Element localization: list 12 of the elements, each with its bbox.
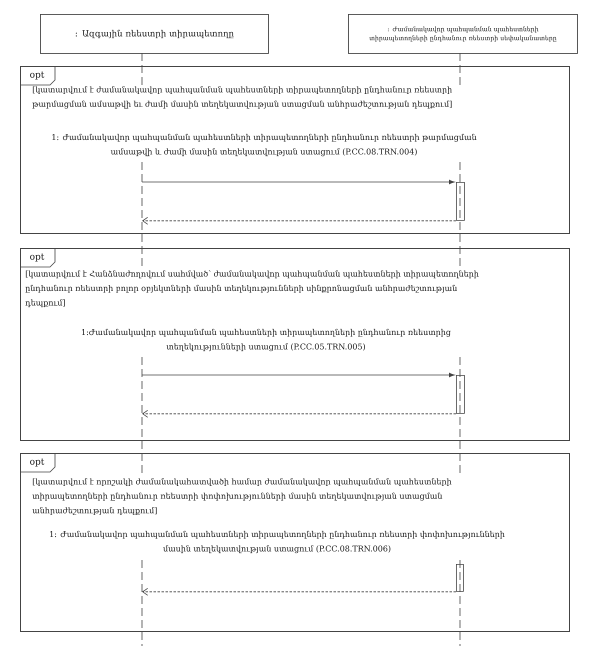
fragment-tag: opt [20,452,56,472]
activation-bar [456,375,465,414]
return-arrow [142,216,456,225]
message-arrow [142,180,455,184]
message-arrow [142,372,455,378]
activation-bar [456,564,464,592]
fragment-tag: opt [20,66,56,86]
fragment-tag: opt [20,248,56,268]
return-arrow [142,410,456,418]
participant-box: : Ազգային ռեեստրի տիրապետողը [40,14,269,54]
activation-bar [456,182,465,221]
return-arrow [142,588,456,596]
